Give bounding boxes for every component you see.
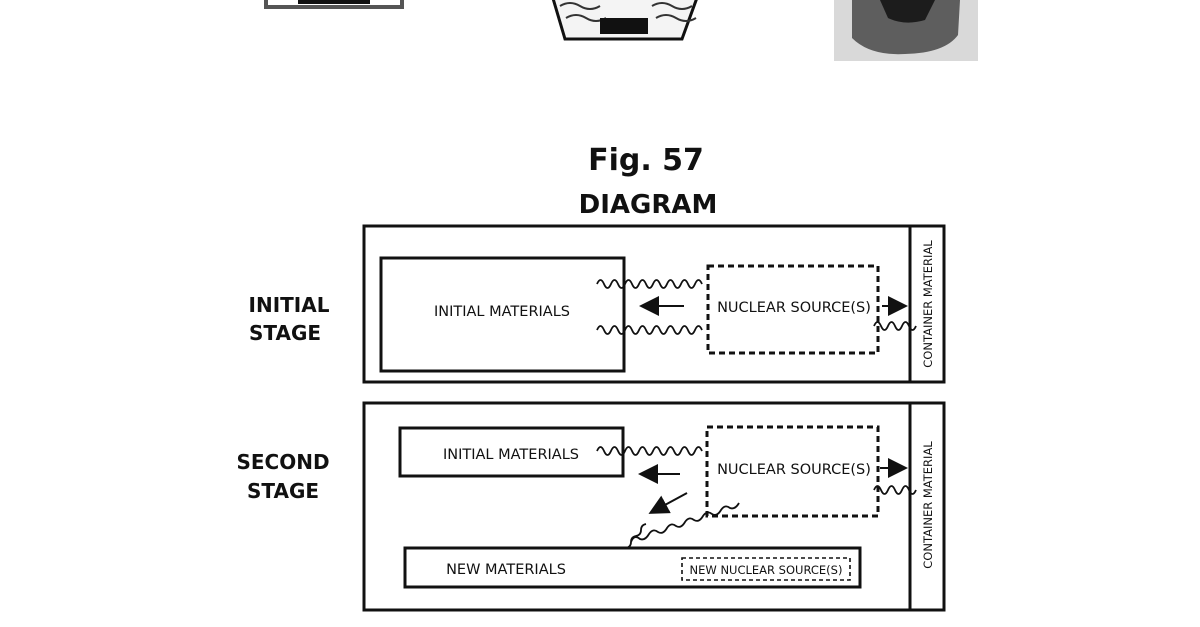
second-nuclear-source-label: NUCLEAR SOURCE(S): [717, 462, 871, 478]
figure-title: DIAGRAM: [579, 190, 718, 220]
second-stage-label-line1: SECOND: [236, 450, 329, 474]
initial-nuclear-source-label: NUCLEAR SOURCE(S): [717, 300, 871, 316]
initial-radiation-wave-upper: [597, 280, 702, 288]
prev-figure-center-device: [552, 0, 698, 39]
second-stage-panel: [364, 403, 944, 610]
second-arrow-diagonal: [652, 493, 687, 512]
initial-stage-label-line2: STAGE: [249, 321, 321, 345]
prev-figure-left-device: [266, 0, 402, 7]
initial-materials-label: INITIAL MATERIALS: [434, 304, 570, 320]
prev-figure-photo: [834, 0, 978, 61]
figure-number: Fig. 57: [588, 143, 704, 178]
second-container-label: CONTAINER MATERIAL: [921, 441, 935, 569]
initial-radiation-wave-lower: [597, 326, 702, 334]
second-stage-label-line2: STAGE: [247, 479, 319, 503]
second-initial-materials-label: INITIAL MATERIALS: [443, 447, 579, 463]
new-materials-label: NEW MATERIALS: [446, 562, 566, 578]
initial-container-label: CONTAINER MATERIAL: [921, 240, 935, 368]
initial-stage-label-line1: INITIAL: [249, 293, 330, 317]
new-nuclear-source-label: NEW NUCLEAR SOURCE(S): [690, 563, 843, 577]
second-radiation-wave-upper: [597, 447, 702, 455]
second-radiation-wave-diagonal: [626, 503, 739, 548]
